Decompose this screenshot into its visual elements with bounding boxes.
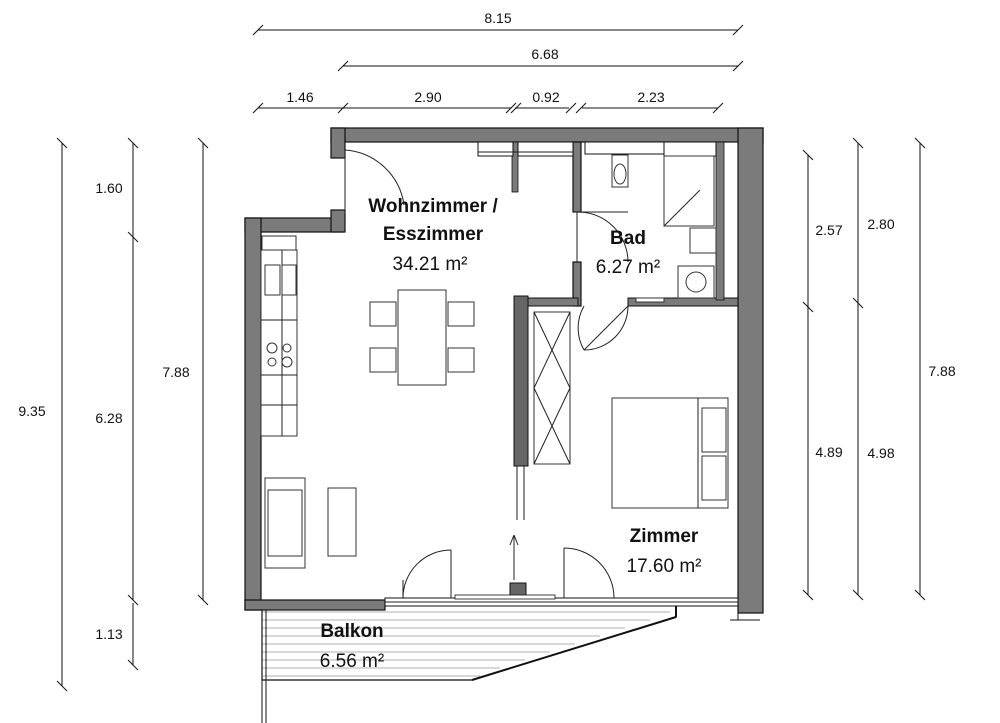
balcony-door-left [402,549,452,599]
room-name-wohnzimmer-line2: Esszimmer [383,224,484,245]
room-area-wohnzimmer: 34.21 m² [393,254,468,275]
left-dimensions: 9.35 1.60 6.28 1.13 7.88 [18,137,209,692]
dim-label-right-2: 4.89 [815,444,842,460]
bathroom-fixtures [611,154,717,303]
room-name-bad: Bad [610,228,646,249]
exterior-walls [244,127,764,614]
kitchen [260,235,298,437]
dim-label-right-1: 2.57 [815,222,842,238]
dim-line-total-width: 8.15 [252,10,744,36]
balcony [261,600,760,723]
bedroom-door [577,305,629,351]
wardrobe [533,311,571,465]
room-zimmer: Zimmer 17.60 m² [627,526,702,577]
room-name-wohnzimmer-line1: Wohnzimmer / [368,196,498,217]
dim-label-left-4: 1.13 [95,626,122,642]
dim-label-right-4: 4.98 [867,445,894,461]
room-area-balkon: 6.56 m² [320,651,384,672]
entry-door [344,149,405,214]
dim-line-inner-width: 6.68 [337,46,744,72]
dim-label-right-3: 2.80 [867,216,894,232]
room-bad: Bad 6.27 m² [596,228,660,278]
interior-walls [477,141,739,520]
bed [611,397,729,509]
room-name-zimmer: Zimmer [630,526,699,547]
doors [344,149,629,599]
dim-label-top-6: 2.23 [637,89,664,105]
sofa [264,477,357,569]
bathroom-door [575,211,629,263]
dim-label-right-5: 7.88 [928,363,955,379]
sliding-door [509,534,519,580]
balcony-decking [262,611,670,677]
dining-table [369,289,475,386]
dim-line-segments: 1.46 2.90 0.92 2.23 [252,89,724,114]
room-name-balkon: Balkon [320,621,383,642]
dim-label-top-2: 6.68 [531,46,558,62]
room-balkon: Balkon 6.56 m² [320,621,384,672]
dim-label-left-5: 7.88 [162,364,189,380]
top-dimensions: 8.15 6.68 1.46 2.90 0.92 2.23 [252,10,744,114]
dim-label-left-3: 6.28 [95,410,122,426]
dim-label-left-1: 9.35 [18,403,45,419]
room-area-bad: 6.27 m² [596,257,660,278]
bottom-facade [384,582,739,607]
room-wohnzimmer: Wohnzimmer / Esszimmer 34.21 m² [368,196,498,275]
room-area-zimmer: 17.60 m² [627,556,702,577]
balcony-door-right [563,547,615,599]
dim-label-top-5: 0.92 [532,89,559,105]
right-dimensions: 2.57 4.89 2.80 4.98 7.88 [802,137,956,601]
dim-label-top-3: 1.46 [286,89,313,105]
dim-label-top-1: 8.15 [484,10,511,26]
dim-label-left-2: 1.60 [95,180,122,196]
dim-label-top-4: 2.90 [414,89,441,105]
